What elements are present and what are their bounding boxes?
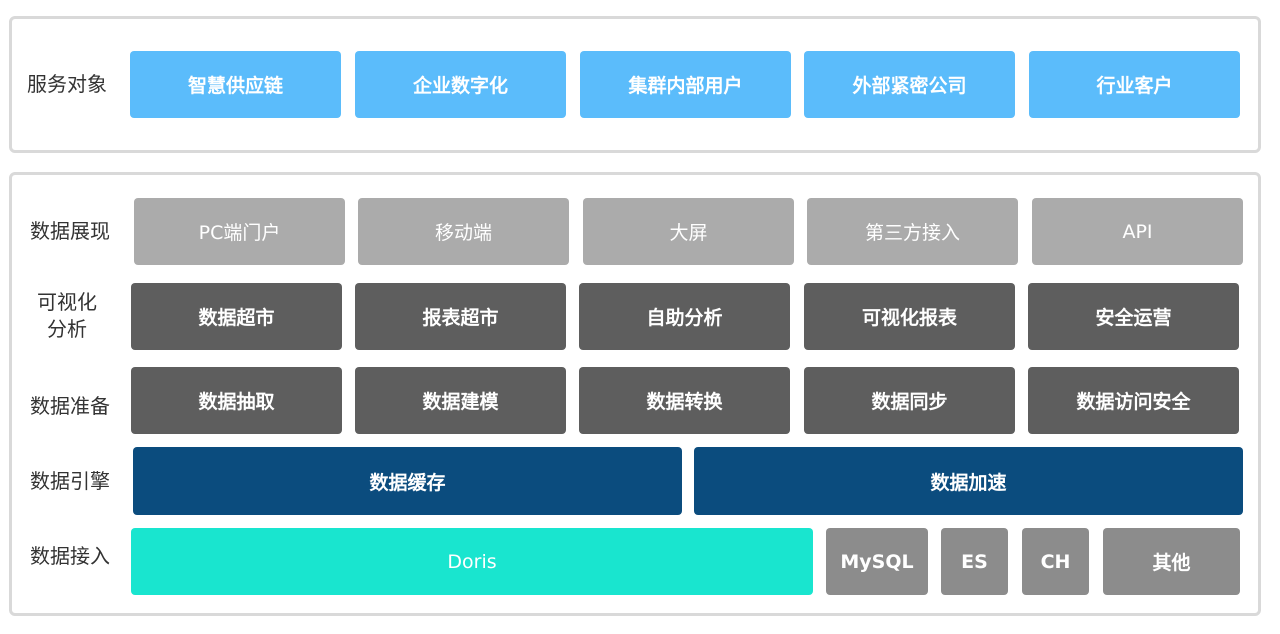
ingest-doris[interactable]: Doris xyxy=(131,528,813,595)
prep-access-security[interactable]: 数据访问安全 xyxy=(1028,367,1239,434)
prep-modeling[interactable]: 数据建模 xyxy=(355,367,566,434)
prep-label: 数据准备 xyxy=(30,394,110,418)
engine-acceleration[interactable]: 数据加速 xyxy=(694,447,1243,515)
service-external-partners[interactable]: 外部紧密公司 xyxy=(804,51,1015,118)
ingest-other[interactable]: 其他 xyxy=(1103,528,1240,595)
prep-sync[interactable]: 数据同步 xyxy=(804,367,1015,434)
engine-cache[interactable]: 数据缓存 xyxy=(133,447,682,515)
service-industry-customers[interactable]: 行业客户 xyxy=(1029,51,1240,118)
engine-label: 数据引擎 xyxy=(30,469,110,493)
presentation-api[interactable]: API xyxy=(1032,198,1243,265)
visual-label-line2: 分析 xyxy=(47,317,87,341)
visual-security-ops[interactable]: 安全运营 xyxy=(1028,283,1239,350)
ingest-mysql[interactable]: MySQL xyxy=(826,528,928,595)
service-label: 服务对象 xyxy=(27,72,107,96)
visual-self-service[interactable]: 自助分析 xyxy=(579,283,790,350)
ingest-label: 数据接入 xyxy=(30,544,110,568)
service-enterprise-digital[interactable]: 企业数字化 xyxy=(355,51,566,118)
presentation-third-party[interactable]: 第三方接入 xyxy=(807,198,1018,265)
visual-label-line1: 可视化 xyxy=(37,290,97,314)
prep-transform[interactable]: 数据转换 xyxy=(579,367,790,434)
prep-extract[interactable]: 数据抽取 xyxy=(131,367,342,434)
visual-data-market[interactable]: 数据超市 xyxy=(131,283,342,350)
ingest-es[interactable]: ES xyxy=(941,528,1008,595)
presentation-mobile[interactable]: 移动端 xyxy=(358,198,569,265)
presentation-label: 数据展现 xyxy=(30,219,110,243)
presentation-pc-portal[interactable]: PC端门户 xyxy=(134,198,345,265)
presentation-big-screen[interactable]: 大屏 xyxy=(583,198,794,265)
ingest-ch[interactable]: CH xyxy=(1022,528,1089,595)
service-smart-supply-chain[interactable]: 智慧供应链 xyxy=(130,51,341,118)
visual-label: 可视化 分析 xyxy=(22,289,112,343)
visual-visual-report[interactable]: 可视化报表 xyxy=(804,283,1015,350)
visual-report-market[interactable]: 报表超市 xyxy=(355,283,566,350)
service-internal-users[interactable]: 集群内部用户 xyxy=(580,51,791,118)
